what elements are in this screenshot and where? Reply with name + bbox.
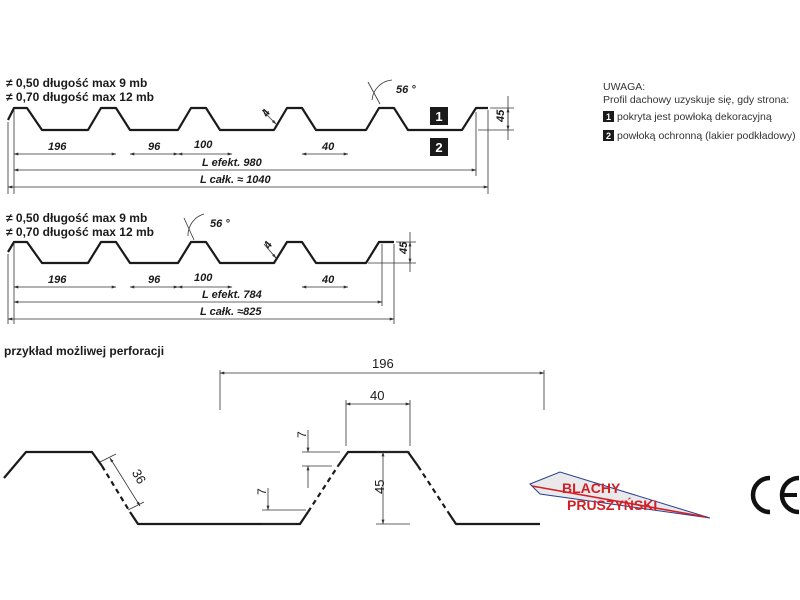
dim-196-label: 196 (48, 274, 67, 286)
perforation-profile-crest (337, 450, 419, 467)
angle-arc (371, 79, 393, 101)
side-2-badge (430, 138, 448, 156)
blachy-pruszynski-logo: BLACHY PRUSZYŃSKI (529, 471, 711, 519)
angle-label: 56 ° (396, 84, 416, 96)
dim-196-label: 196 (48, 141, 67, 153)
perforation-profile-right (447, 511, 540, 526)
thickness-label-2: ≠ 0,70 długość max 12 mb (6, 225, 154, 239)
note-item-2: powłoką ochronną (lakier podkładowy) (617, 130, 796, 142)
l-effective-label: L efekt. 980 (202, 157, 263, 169)
ce-mark-icon (750, 475, 800, 515)
thickness-label-1: ≠ 0,50 długość max 9 mb (6, 76, 147, 90)
thickness-label-2: ≠ 0,70 długość max 12 mb (6, 90, 154, 104)
thickness-label-1: ≠ 0,50 długość max 9 mb (6, 211, 147, 225)
perf-dim-196-label: 196 (372, 356, 394, 371)
l-total-label: L całk. ≈825 (200, 306, 262, 318)
perf-dim-7-lower: 7 (255, 488, 269, 495)
dim-96-label: 96 (148, 141, 161, 153)
note-title: UWAGA: (603, 81, 645, 93)
dim-96-label: 96 (148, 274, 161, 286)
uwaga-note: UWAGA: Profil dachowy uzyskuje się, gdy … (603, 81, 796, 142)
profile-2: ≠ 0,50 długość max 9 mb ≠ 0,70 długość m… (6, 211, 416, 324)
perforation-zone-crest-right (417, 465, 449, 513)
dim-100-label: 100 (194, 272, 213, 284)
dim-4-label: 4 (261, 240, 275, 252)
logo-word-1: BLACHY (562, 480, 621, 496)
angle-leader (367, 81, 381, 105)
dim-40-label: 40 (321, 274, 335, 286)
perforation-title: przykład możliwej perforacji (4, 344, 164, 358)
perforation-detail: przykład możliwej perforacji 196 40 7 7 (3, 344, 545, 526)
note-badge-1-number: 1 (606, 112, 611, 122)
dim-45-label: 45 (398, 241, 410, 255)
trapezoid-profile-outline (7, 240, 394, 265)
side-1-badge (430, 107, 448, 125)
note-badge-2-number: 2 (606, 131, 611, 141)
l-effective-label: L efekt. 784 (202, 289, 262, 301)
perforation-profile-left (3, 450, 103, 479)
side-1-number: 1 (435, 109, 442, 124)
angle-label: 56 ° (210, 218, 230, 230)
perf-dim-36-label: 36 (129, 467, 149, 487)
l-total-label: L całk. ≈ 1040 (200, 174, 272, 186)
profile-1: ≠ 0,50 długość max 9 mb ≠ 0,70 długość m… (6, 76, 514, 194)
dim-40-label: 40 (321, 141, 335, 153)
note-badge-1 (603, 111, 614, 122)
perforation-zone-right (307, 465, 339, 513)
perf-dim-45-label: 45 (372, 480, 387, 494)
perf-dim-7-upper: 7 (295, 431, 309, 438)
perforation-zone-left (101, 465, 131, 513)
trapezoid-profile-outline (7, 106, 488, 132)
note-badge-2 (603, 130, 614, 141)
perf-dim-40-label: 40 (370, 388, 384, 403)
note-subtitle: Profil dachowy uzyskuje się, gdy strona: (603, 94, 789, 106)
dim-45-label: 45 (495, 109, 507, 123)
angle-arc (187, 213, 205, 237)
thickness-leader (261, 109, 277, 125)
note-item-1: pokryta jest powłoką dekoracyjną (617, 111, 772, 123)
dim-4-label: 4 (259, 108, 273, 120)
logo-word-2: PRUSZYŃSKI (567, 497, 657, 513)
side-2-number: 2 (435, 140, 442, 155)
dim-100-label: 100 (194, 139, 213, 151)
perforation-profile-valley (129, 511, 309, 526)
